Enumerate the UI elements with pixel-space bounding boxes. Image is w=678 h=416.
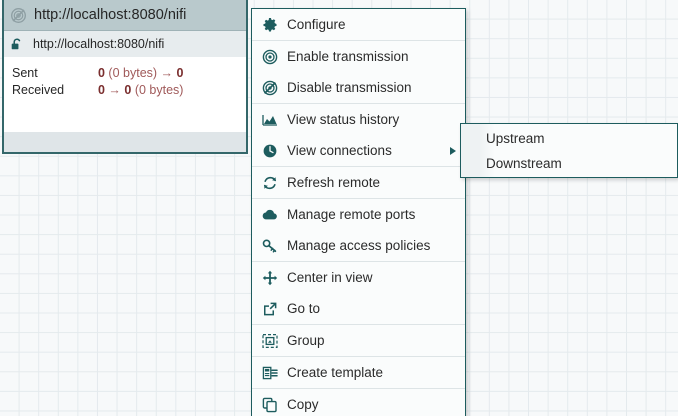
- menu-item-configure[interactable]: Configure: [252, 9, 465, 40]
- menu-item-disable-transmission[interactable]: Disable transmission: [252, 72, 465, 103]
- submenu-item-downstream[interactable]: Downstream: [486, 156, 562, 171]
- menu-item-refresh-remote[interactable]: Refresh remote: [252, 167, 465, 198]
- menu-item-group[interactable]: Group: [252, 325, 465, 356]
- menu-group: Center in view Go to: [252, 261, 465, 324]
- group-icon: [261, 332, 279, 350]
- menu-item-center-in-view[interactable]: Center in view: [252, 262, 465, 293]
- menu-item-label: View status history: [287, 112, 400, 127]
- template-icon: [261, 364, 279, 382]
- menu-group: Configure: [252, 9, 465, 40]
- menu-item-create-template[interactable]: Create template: [252, 357, 465, 388]
- menu-group: Create template: [252, 356, 465, 388]
- move-icon: [261, 269, 279, 287]
- rpg-stats: Sent 0 (0 bytes) → 0 Received 0 → 0 (0 b…: [4, 58, 246, 98]
- chart-area-icon: [261, 111, 279, 129]
- menu-item-view-status-history[interactable]: View status history: [252, 104, 465, 135]
- menu-item-label: Disable transmission: [287, 80, 412, 95]
- submenu-item-upstream[interactable]: Upstream: [486, 131, 545, 146]
- rpg-uri: http://localhost:8080/nifi: [33, 37, 165, 51]
- remote-process-group-panel[interactable]: http://localhost:8080/nifi http://localh…: [2, 0, 248, 154]
- menu-item-label: Enable transmission: [287, 49, 409, 64]
- unlock-icon: [10, 37, 25, 52]
- menu-item-go-to[interactable]: Go to: [252, 293, 465, 324]
- refresh-icon: [261, 174, 279, 192]
- chevron-right-icon: [450, 146, 456, 155]
- menu-item-copy[interactable]: Copy: [252, 389, 465, 416]
- rpg-header: http://localhost:8080/nifi: [4, 0, 246, 31]
- transmission-enabled-icon: [261, 48, 279, 66]
- menu-item-view-connections[interactable]: View connections: [252, 135, 465, 166]
- rpg-uri-row: http://localhost:8080/nifi: [4, 31, 246, 58]
- menu-item-label: Manage access policies: [287, 238, 431, 253]
- menu-item-label: Center in view: [287, 270, 373, 285]
- menu-item-label: Manage remote ports: [287, 207, 416, 222]
- stat-row: Sent 0 (0 bytes) → 0: [4, 64, 246, 81]
- gear-icon: [261, 16, 279, 34]
- transmission-disabled-icon: [261, 79, 279, 97]
- menu-item-manage-remote-ports[interactable]: Manage remote ports: [252, 199, 465, 230]
- menu-item-label: View connections: [287, 143, 392, 158]
- clock-icon: [261, 142, 279, 160]
- menu-item-label: Copy: [287, 397, 319, 412]
- menu-item-label: Go to: [287, 301, 321, 316]
- cloud-icon: [261, 206, 279, 224]
- copy-icon: [261, 396, 279, 414]
- menu-item-label: Refresh remote: [287, 175, 381, 190]
- stat-label-received: Received: [12, 82, 65, 97]
- stat-value-received: 0 → 0 (0 bytes): [98, 82, 184, 97]
- rpg-footer: [4, 132, 246, 152]
- transmission-disabled-icon: [10, 7, 27, 24]
- menu-item-label: Configure: [287, 17, 346, 32]
- rpg-title: http://localhost:8080/nifi: [34, 7, 187, 23]
- stat-value-sent: 0 (0 bytes) → 0: [98, 65, 184, 80]
- menu-item-enable-transmission[interactable]: Enable transmission: [252, 41, 465, 72]
- menu-group: Refresh remote: [252, 166, 465, 198]
- stat-row: Received 0 → 0 (0 bytes): [4, 81, 246, 98]
- stat-label-sent: Sent: [12, 65, 38, 80]
- menu-group: Group: [252, 324, 465, 356]
- external-link-icon: [261, 300, 279, 318]
- menu-group: Copy: [252, 388, 465, 416]
- menu-item-manage-access-policies[interactable]: Manage access policies: [252, 230, 465, 261]
- menu-item-label: Create template: [287, 365, 384, 380]
- key-icon: [261, 237, 279, 255]
- menu-item-label: Group: [287, 333, 325, 348]
